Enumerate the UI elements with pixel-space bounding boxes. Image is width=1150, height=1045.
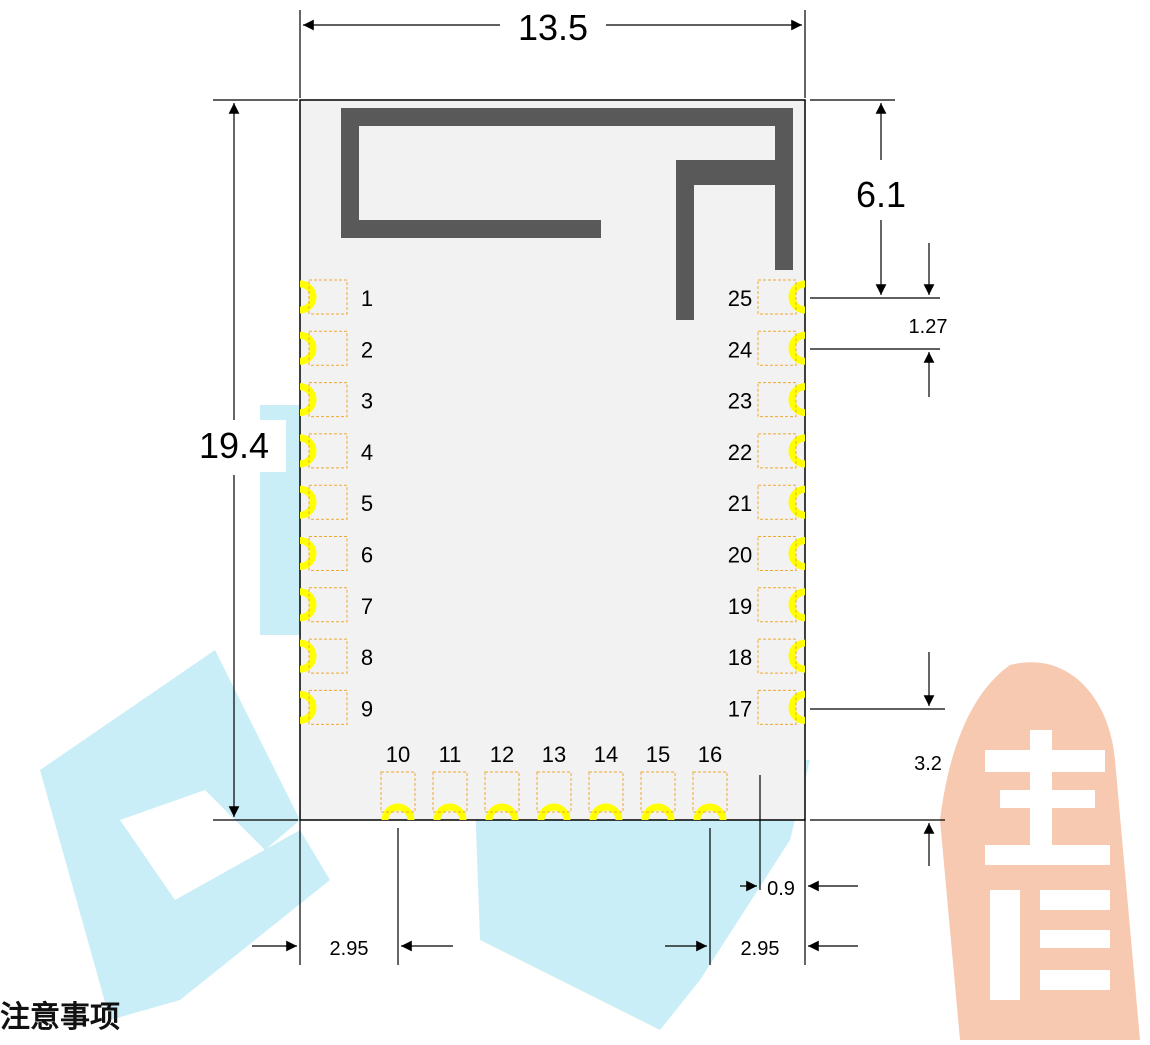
width-label: 13.5 <box>518 7 588 48</box>
pin-label-left: 4 <box>361 440 373 465</box>
pin-pad-right <box>788 690 806 724</box>
pin-label-right: 24 <box>728 337 752 362</box>
pin-outline-left <box>308 330 348 366</box>
pin-outline-right <box>757 382 797 418</box>
pin-outline-right <box>757 536 797 571</box>
pin-outline-right <box>757 330 797 366</box>
pin-label-left: 6 <box>361 543 373 568</box>
pin-pad-left <box>299 280 317 314</box>
left-offset-label: 2.95 <box>330 938 369 960</box>
pin-label-right: 25 <box>728 286 752 311</box>
pin-pad-bottom <box>693 803 727 821</box>
antenna-trace <box>341 108 793 320</box>
pin-outline-bottom <box>588 771 624 813</box>
pin-label-right: 18 <box>728 645 752 670</box>
pin-pad-right <box>788 588 806 622</box>
pin-label-bottom: 10 <box>386 742 410 767</box>
pin-outline-bottom <box>536 771 572 813</box>
pin-pad-bottom <box>433 803 467 821</box>
pin-outline-right <box>757 587 797 623</box>
pin-label-bottom: 14 <box>594 742 618 767</box>
pin-pad-left <box>299 588 317 622</box>
pin-label-bottom: 11 <box>439 742 462 767</box>
pin-outline-right <box>757 484 797 520</box>
pin-pad-right <box>788 280 806 314</box>
pin-label-right: 23 <box>728 389 752 414</box>
antenna-height-label: 6.1 <box>856 174 906 215</box>
pin-outline-bottom <box>484 771 520 813</box>
pin-label-right: 19 <box>728 594 752 619</box>
pin-label-left: 8 <box>361 645 373 670</box>
pin-outline-left <box>308 433 348 469</box>
watermark-orange-seal <box>940 662 1140 1040</box>
pin-pad-bottom <box>485 803 519 821</box>
pin-pad-left <box>299 331 317 365</box>
pin-outline-right <box>757 689 797 725</box>
pin-label-bottom: 16 <box>698 742 722 767</box>
pin-label-bottom: 13 <box>542 742 566 767</box>
pin-label-right: 20 <box>728 543 752 568</box>
pin-pad-bottom <box>589 803 623 821</box>
pin-pad-right <box>788 639 806 673</box>
pin-outline-bottom <box>380 771 416 813</box>
pin-pad-right <box>788 434 806 468</box>
pin-outline-bottom <box>692 771 728 813</box>
height-label: 19.4 <box>199 425 269 466</box>
pin-outline-bottom <box>640 771 676 813</box>
pin-pad-right <box>788 485 806 519</box>
pin-pad-left <box>299 434 317 468</box>
pin-label-left: 5 <box>361 491 373 516</box>
pin-label-left: 9 <box>361 696 373 721</box>
pin-label-bottom: 15 <box>646 742 670 767</box>
bottom-gap-label: 3.2 <box>914 753 942 775</box>
pin-outline-left <box>308 638 348 674</box>
notes-title: 注意事项 <box>0 1000 120 1035</box>
pin-outline-left <box>308 382 348 418</box>
dimension-lines <box>213 10 945 965</box>
pin-pad-left <box>299 639 317 673</box>
pin-pad-left <box>299 383 317 417</box>
right-offset-label: 2.95 <box>741 938 780 960</box>
pin-pad-bottom <box>537 803 571 821</box>
pin-label-right: 17 <box>728 696 752 721</box>
pin-pad-right <box>788 383 806 417</box>
pin-pad-bottom <box>641 803 675 821</box>
pin-pad-right <box>788 331 806 365</box>
pin-outline-right <box>757 279 797 315</box>
pin-label-bottom: 12 <box>490 742 514 767</box>
pin-pitch-label: 1.27 <box>909 316 948 338</box>
pin-label-left: 7 <box>361 594 373 619</box>
pin-label-left: 1 <box>361 286 373 311</box>
pin-outline-left <box>308 279 348 315</box>
pin-label-right: 22 <box>728 440 752 465</box>
pin-label-left: 3 <box>361 389 373 414</box>
pin-pad-bottom <box>381 803 415 821</box>
pin-outline-left <box>308 689 348 725</box>
edge-gap-label: 0.9 <box>767 878 795 900</box>
pin-outline-left <box>308 536 348 571</box>
pin-pad-right <box>788 537 806 570</box>
watermark-blue <box>40 405 810 1030</box>
pin-outline-bottom <box>432 771 468 813</box>
pin-outline-left <box>308 587 348 623</box>
pin-outline-right <box>757 638 797 674</box>
pin-label-right: 21 <box>728 491 752 516</box>
pin-pad-left <box>299 690 317 724</box>
pin-outline-right <box>757 433 797 469</box>
pin-pad-left <box>299 485 317 519</box>
pin-label-left: 2 <box>361 337 373 362</box>
pin-pad-left <box>299 537 317 570</box>
pin-outline-left <box>308 484 348 520</box>
